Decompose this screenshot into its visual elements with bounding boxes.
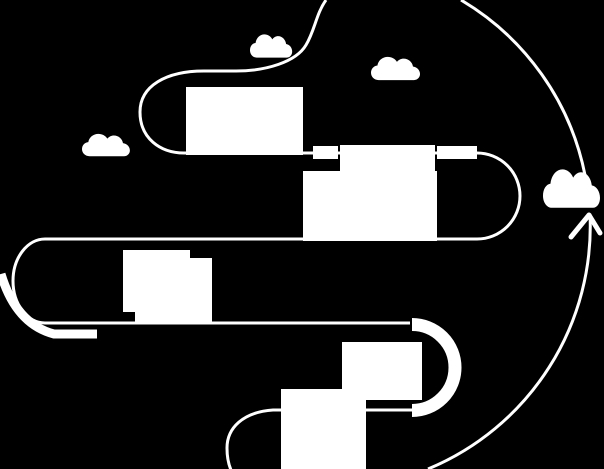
- cloud-icon-arrow-target: [543, 169, 600, 208]
- arrow-curve-shaft: [427, 213, 592, 469]
- road-exit-path: [225, 408, 412, 469]
- solid-shapes-group: [82, 34, 600, 469]
- placeholder-box-1: [186, 87, 303, 155]
- road-shoulder-arc: [0, 272, 97, 339]
- winding-road-path: [11, 0, 522, 325]
- road-segment-bar-left: [313, 146, 338, 159]
- road-segment-bar-right: [437, 146, 477, 159]
- orbit-arc-top: [460, 0, 587, 176]
- placeholder-box-7: [281, 389, 366, 469]
- arrow-head-icon: [568, 212, 603, 240]
- cloud-icon-left: [82, 133, 130, 157]
- cloud-icon-top-center: [250, 34, 293, 58]
- placeholder-box-5: [135, 258, 212, 323]
- cloud-icon-top-right: [371, 56, 421, 81]
- thick-u-turn-path: [411, 318, 462, 417]
- placeholder-box-3: [303, 171, 437, 241]
